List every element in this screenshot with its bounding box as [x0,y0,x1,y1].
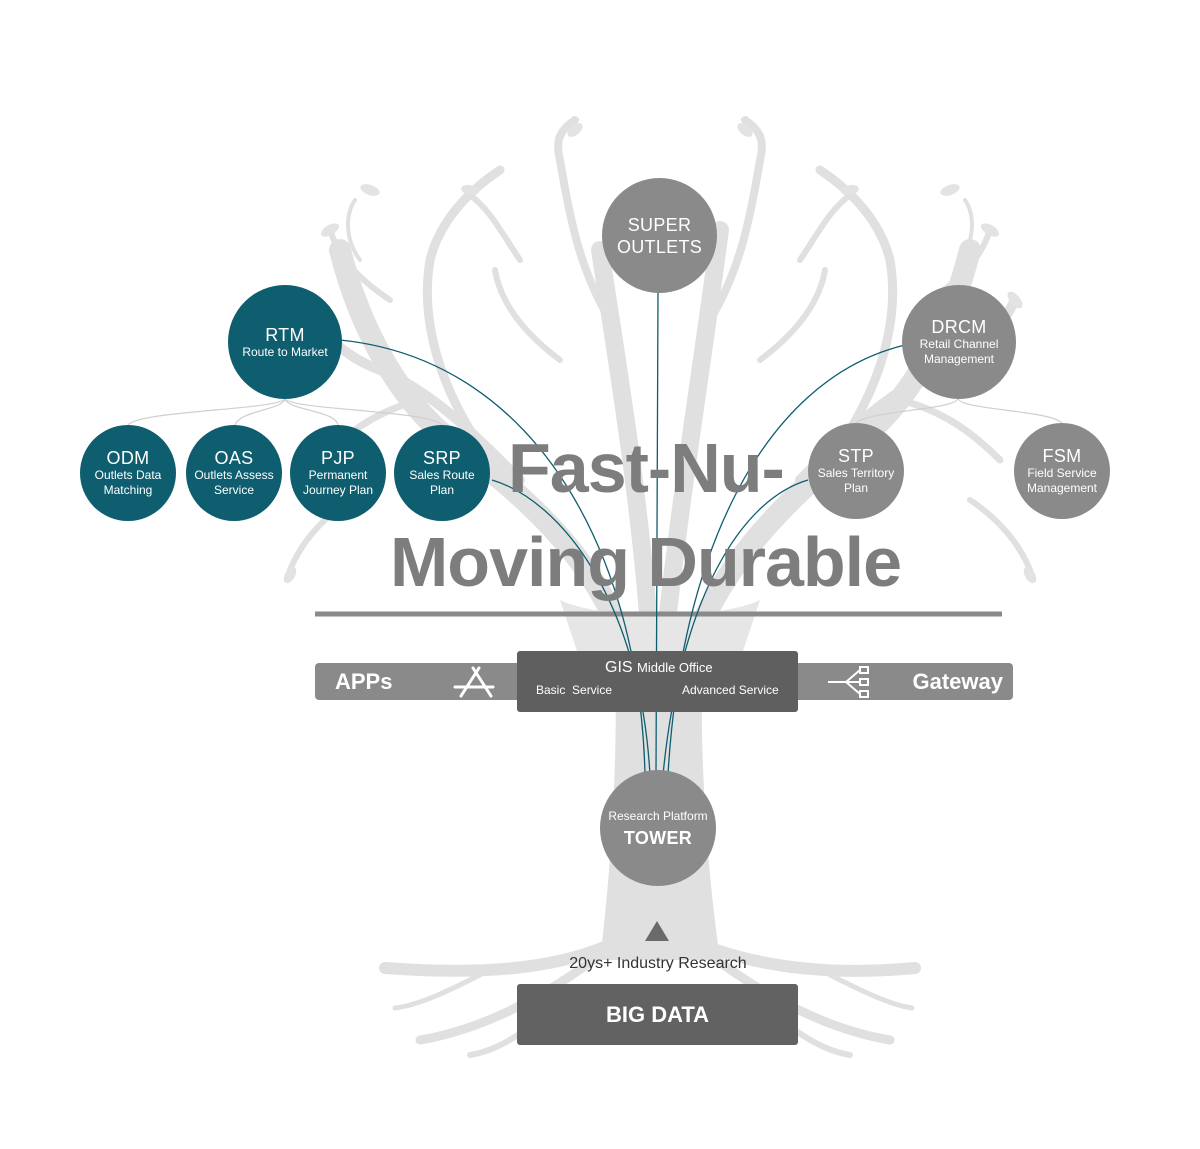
gis-heading: GIS Middle Office [605,659,713,677]
gateway-bar[interactable]: Gateway [798,663,1013,700]
apps-bar[interactable]: APPs [315,663,520,700]
basic-service: Basic Service [536,683,613,697]
odm-full: Outlets Data Matching [94,468,162,497]
fsm-full: Field Service Management [1026,466,1098,495]
pjp-abbr: PJP [321,448,355,468]
node-pjp[interactable]: PJP Permanent Journey Plan [290,425,386,521]
super-outlets-line-2: OUTLETS [616,236,703,257]
node-srp[interactable]: SRP Sales Route Plan [394,425,490,521]
fsm-abbr: FSM [1042,446,1082,466]
oas-abbr: OAS [214,448,254,468]
oas-full: Outlets Assess Service [194,468,274,497]
node-tower[interactable]: Research Platform TOWER [600,770,716,886]
pjp-full: Permanent Journey Plan [302,468,374,497]
node-oas[interactable]: OAS Outlets Assess Service [186,425,282,521]
tower-sub: Research Platform [608,808,708,823]
big-data-block[interactable]: BIG DATA [517,984,798,1045]
odm-abbr: ODM [106,448,150,468]
title-line-1: Fast-Nu- [508,429,785,507]
industry-research-label: 20ys+ Industry Research [569,955,747,972]
stp-full: Sales Territory Plan [817,466,895,495]
rtm-full: Route to Market [242,344,328,359]
title-line-2: Moving Durable [390,523,902,601]
tower-name: TOWER [623,827,693,848]
node-odm[interactable]: ODM Outlets Data Matching [80,425,176,521]
srp-full: Sales Route Plan [409,468,475,497]
node-drcm[interactable]: DRCM Retail Channel Management [902,285,1016,399]
gis-label: GIS [605,659,633,676]
triangle-up-icon [645,921,669,941]
gis-middle-office[interactable]: GIS Middle Office Basic Service Advanced… [517,651,798,712]
advanced-service: Advanced Service [682,683,779,697]
srp-abbr: SRP [423,448,461,468]
node-rtm[interactable]: RTM Route to Market [228,285,342,399]
drcm-abbr: DRCM [931,317,987,337]
gis-sub: Middle Office [637,660,713,675]
drcm-full: Retail Channel Management [919,337,999,366]
rtm-abbr: RTM [265,324,305,345]
super-outlets-line-1: SUPER [627,214,692,235]
node-fsm[interactable]: FSM Field Service Management [1014,423,1110,519]
app-store-icon [453,666,495,698]
stp-abbr: STP [838,446,874,466]
node-super-outlets[interactable]: SUPER OUTLETS [602,178,717,293]
gateway-label: Gateway [912,668,1004,694]
branch-network-icon [828,666,869,698]
apps-label: APPs [335,668,393,694]
node-stp[interactable]: STP Sales Territory Plan [808,423,904,519]
